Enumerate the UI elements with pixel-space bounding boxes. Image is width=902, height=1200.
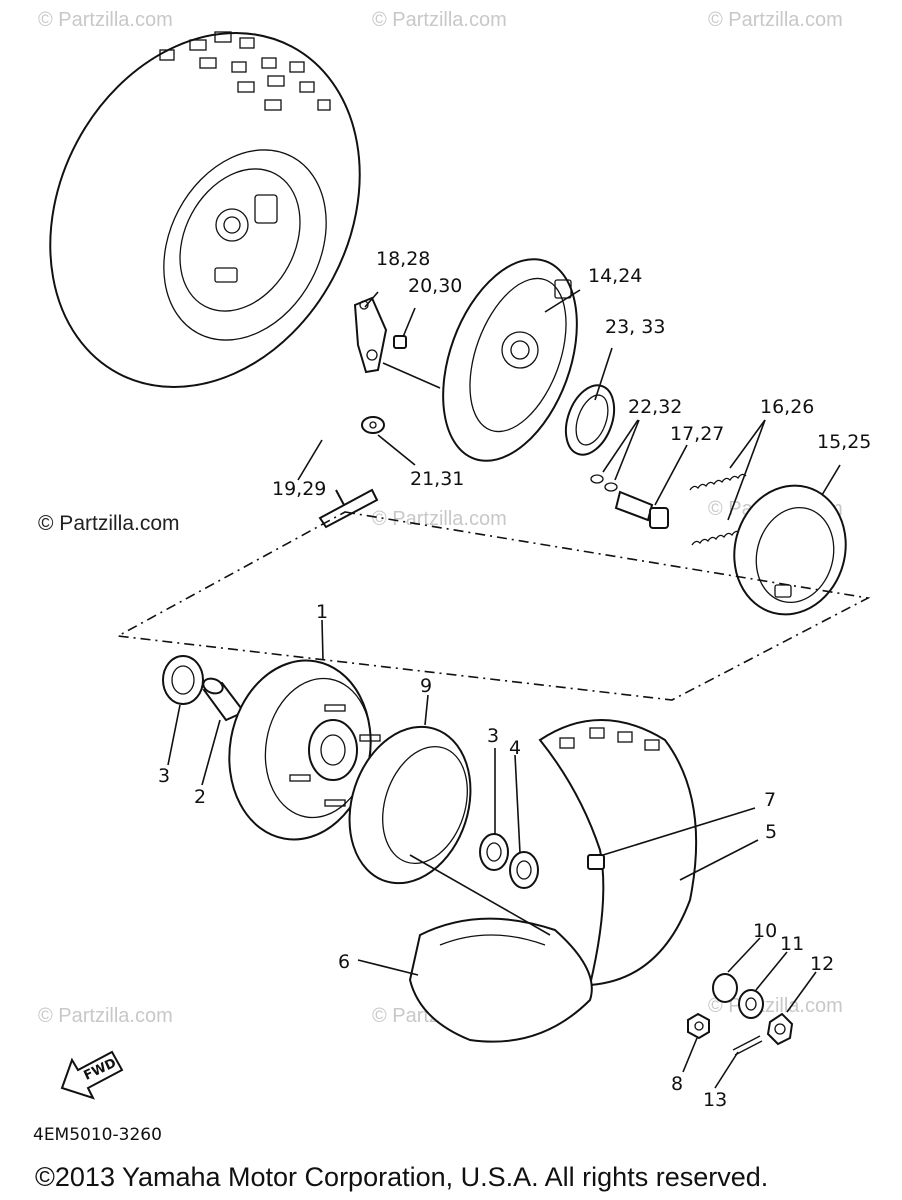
axle-fasteners	[687, 973, 794, 1056]
callout-13: 13	[703, 1089, 727, 1111]
watermark-top-center: © Partzilla.com	[372, 9, 507, 31]
callout-10: 10	[753, 920, 777, 942]
callout-22-32: 22,32	[628, 396, 682, 418]
oil-seal	[564, 384, 616, 456]
callout-2: 2	[194, 786, 206, 808]
copyright-text: ©2013 Yamaha Motor Corporation, U.S.A. A…	[35, 1162, 768, 1192]
diagram-code: 4EM5010-3260	[33, 1125, 162, 1145]
callout-7: 7	[764, 789, 776, 811]
callout-3-right: 3	[487, 725, 499, 747]
bearing-and-seal	[479, 833, 539, 889]
callout-23-33: 23, 33	[605, 316, 665, 338]
callout-18-28: 18,28	[376, 248, 430, 270]
forward-arrow-icon: FWD	[60, 1050, 124, 1100]
watermark-mid-center: © Partzilla.com	[372, 508, 507, 530]
callout-3-left: 3	[158, 765, 170, 787]
callout-8: 8	[671, 1073, 683, 1095]
callout-15-25: 15,25	[817, 431, 871, 453]
callout-1: 1	[316, 601, 328, 623]
watermark-low-left: © Partzilla.com	[38, 1005, 173, 1027]
leader-lines	[167, 289, 841, 1089]
tire-assembly-drawing	[49, 31, 361, 388]
tire-halves	[408, 719, 698, 1043]
watermark-mid-left: © Partzilla.com	[38, 512, 180, 535]
callout-20-30: 20,30	[408, 275, 462, 297]
rim	[348, 725, 472, 885]
callout-14-24: 14,24	[588, 265, 642, 287]
callout-5: 5	[765, 821, 777, 843]
brake-cam-parts	[318, 296, 407, 529]
callout-4: 4	[509, 737, 521, 759]
o-rings	[590, 474, 618, 492]
callout-19-29: 19,29	[272, 478, 326, 500]
brake-panel	[442, 258, 578, 462]
callout-11: 11	[780, 933, 804, 955]
callout-16-26: 16,26	[760, 396, 814, 418]
brake-shoes	[733, 484, 847, 616]
callout-9: 9	[420, 675, 432, 697]
callout-17-27: 17,27	[670, 423, 724, 445]
assembly-group-outline	[115, 511, 871, 701]
watermark-top-right: © Partzilla.com	[708, 9, 843, 31]
bearing-and-spacer	[162, 655, 246, 722]
hub-brake-drum	[228, 659, 381, 841]
brake-camshaft	[614, 490, 669, 529]
callout-12: 12	[810, 953, 834, 975]
callout-6: 6	[338, 951, 350, 973]
callout-21-31: 21,31	[410, 468, 464, 490]
watermark-top-left: © Partzilla.com	[38, 9, 173, 31]
